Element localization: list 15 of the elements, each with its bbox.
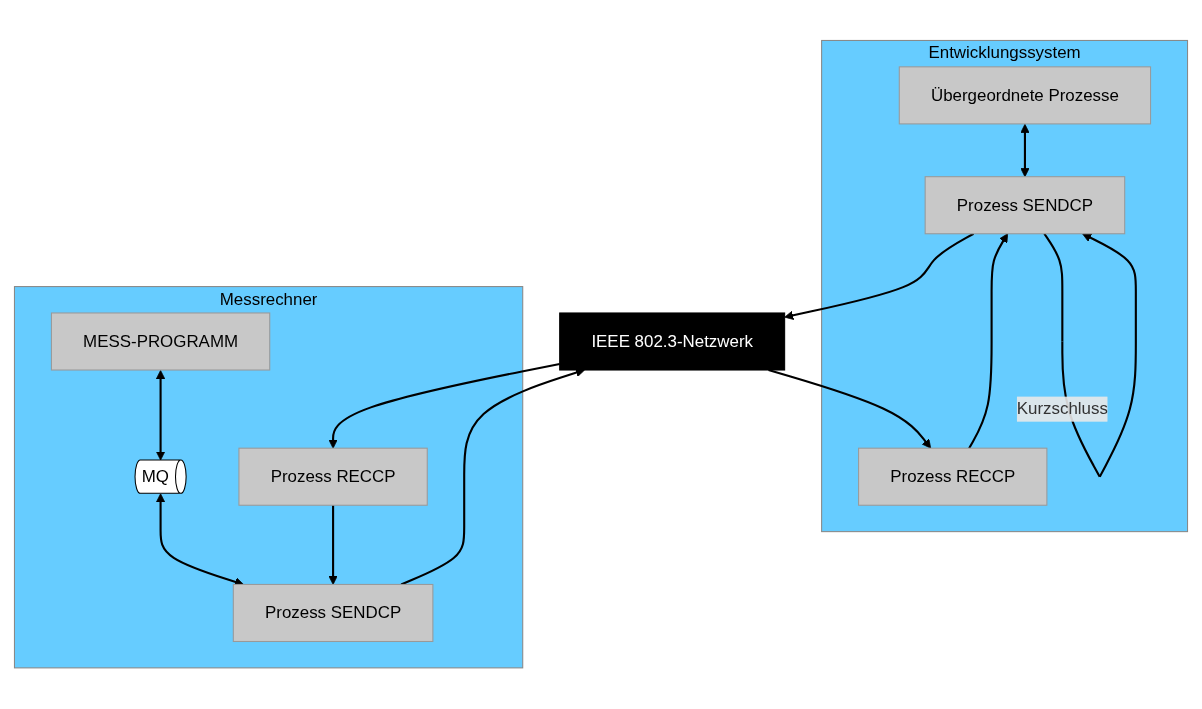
node-box: MESS-PROGRAMM [50, 312, 271, 371]
arrow [328, 505, 338, 586]
node-box: Prozess RECCP [858, 448, 1048, 507]
node-box: Prozess RECCP [238, 448, 428, 507]
edge-label: Kurzschluss [1016, 399, 1108, 418]
node-box: Prozess SENDCP [232, 584, 434, 643]
node-box: Übergeordnete Prozesse [898, 66, 1152, 125]
node-box: Prozess SENDCP [924, 176, 1126, 235]
node-text: MQ [141, 467, 169, 486]
arrow [155, 370, 166, 461]
arrow [328, 363, 560, 449]
arrow [968, 233, 1009, 450]
arrow [1020, 124, 1030, 178]
node-box: IEEE 802.3-Netzwerk [559, 312, 786, 371]
arrow [784, 233, 975, 321]
